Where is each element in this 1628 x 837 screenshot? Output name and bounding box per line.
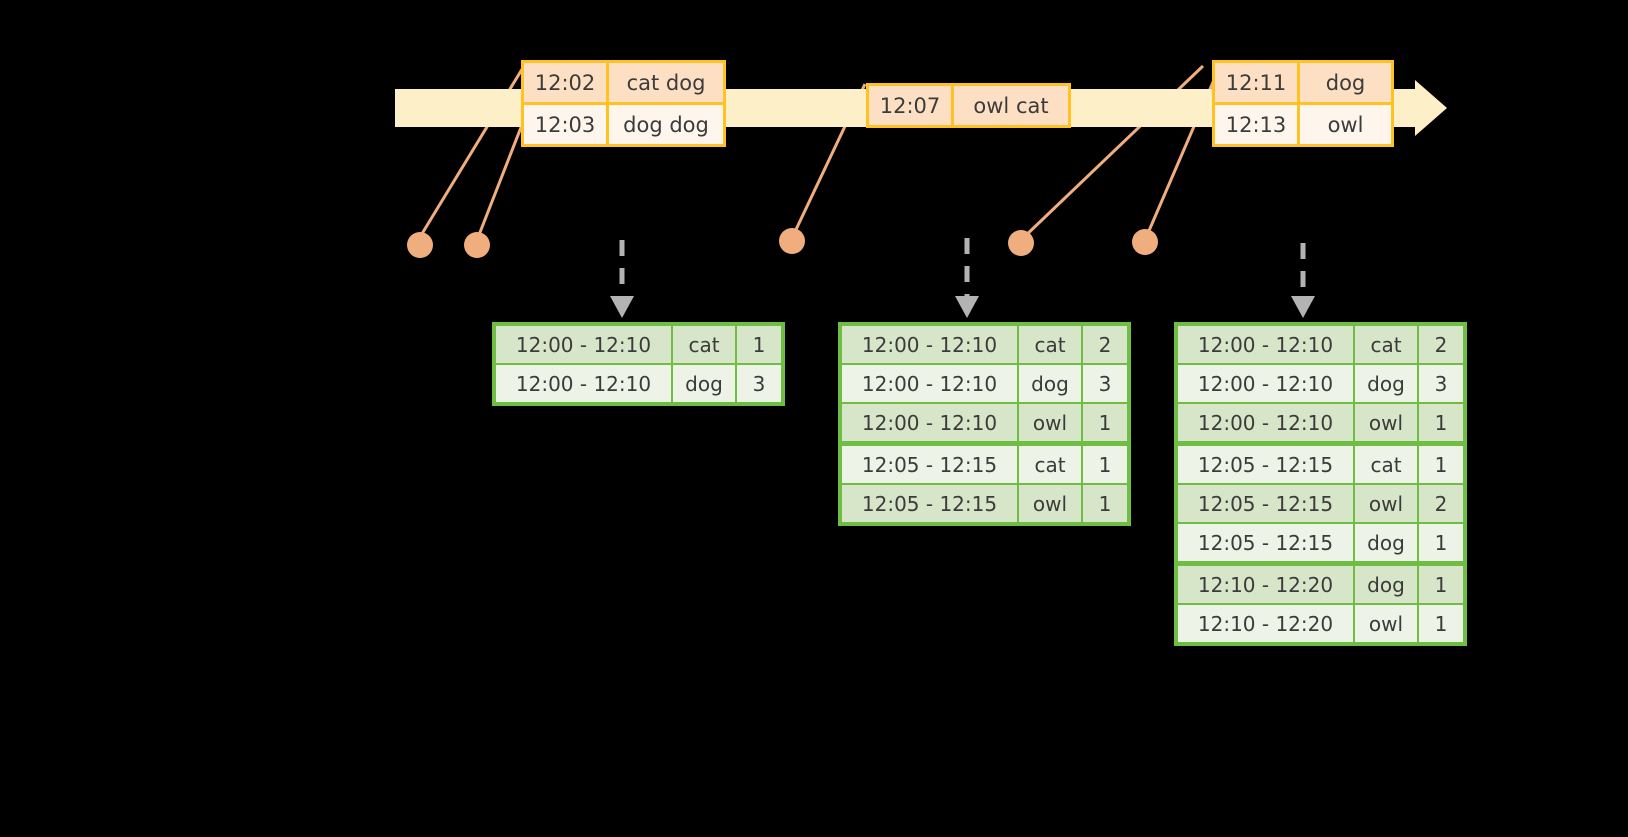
- event-dot-4: [1008, 230, 1034, 256]
- event-row[interactable]: 12:07 owl cat: [869, 86, 1068, 125]
- event-time: 12:03: [524, 105, 609, 144]
- cell-word: cat: [673, 326, 735, 363]
- cell-window: 12:00 - 12:10: [1178, 404, 1353, 441]
- event-value: owl cat: [954, 86, 1068, 125]
- cell-count: 2: [1419, 485, 1463, 522]
- cell-word: owl: [1355, 485, 1417, 522]
- event-dot-5: [1132, 229, 1158, 255]
- emit-arrowhead-3: [1291, 296, 1315, 318]
- timeline-arrowhead: [1415, 80, 1447, 136]
- cell-count: 3: [737, 365, 781, 402]
- table-row: 12:00 - 12:10 cat 1: [496, 326, 781, 363]
- event-group-1[interactable]: 12:02 cat dog 12:03 dog dog: [521, 60, 726, 147]
- event-value: owl: [1300, 105, 1391, 144]
- cell-window: 12:05 - 12:15: [842, 485, 1017, 522]
- cell-count: 1: [1083, 446, 1127, 483]
- table-row: 12:10 - 12:20 dog 1: [1178, 566, 1463, 603]
- table-row: 12:05 - 12:15 cat 1: [842, 446, 1127, 483]
- table-row: 12:10 - 12:20 owl 1: [1178, 605, 1463, 642]
- event-dot-1: [407, 232, 433, 258]
- cell-word: owl: [1355, 605, 1417, 642]
- cell-word: cat: [1019, 326, 1081, 363]
- table-row: 12:00 - 12:10 dog 3: [496, 365, 781, 402]
- event-row[interactable]: 12:02 cat dog: [524, 63, 723, 102]
- result-table-2: 12:00 - 12:10 cat 2 12:00 - 12:10 dog 3 …: [838, 322, 1131, 526]
- event-time: 12:13: [1215, 105, 1300, 144]
- event-time: 12:07: [869, 86, 954, 125]
- table-row: 12:00 - 12:10 owl 1: [842, 404, 1127, 441]
- emit-arrowhead-2: [955, 296, 979, 318]
- event-value: cat dog: [609, 63, 723, 102]
- table-row: 12:00 - 12:10 dog 3: [842, 365, 1127, 402]
- cell-word: cat: [1019, 446, 1081, 483]
- cell-window: 12:00 - 12:10: [496, 326, 671, 363]
- cell-word: cat: [1355, 446, 1417, 483]
- cell-count: 1: [1419, 524, 1463, 561]
- event-value: dog: [1300, 63, 1391, 102]
- cell-word: dog: [1019, 365, 1081, 402]
- cell-count: 1: [1419, 446, 1463, 483]
- cell-count: 1: [737, 326, 781, 363]
- table-row: 12:00 - 12:10 owl 1: [1178, 404, 1463, 441]
- cell-count: 1: [1419, 605, 1463, 642]
- cell-count: 1: [1083, 404, 1127, 441]
- cell-window: 12:10 - 12:20: [1178, 566, 1353, 603]
- event-time: 12:11: [1215, 63, 1300, 102]
- cell-count: 1: [1419, 566, 1463, 603]
- event-row[interactable]: 12:13 owl: [1215, 102, 1391, 144]
- result-table-3: 12:00 - 12:10 cat 2 12:00 - 12:10 dog 3 …: [1174, 322, 1467, 646]
- result-table-1: 12:00 - 12:10 cat 1 12:00 - 12:10 dog 3: [492, 322, 785, 406]
- cell-word: dog: [1355, 566, 1417, 603]
- cell-window: 12:00 - 12:10: [1178, 365, 1353, 402]
- event-time: 12:02: [524, 63, 609, 102]
- cell-window: 12:00 - 12:10: [842, 365, 1017, 402]
- emit-arrowhead-1: [610, 296, 634, 318]
- cell-word: dog: [1355, 524, 1417, 561]
- cell-word: owl: [1355, 404, 1417, 441]
- cell-count: 3: [1083, 365, 1127, 402]
- table-row: 12:00 - 12:10 cat 2: [1178, 326, 1463, 363]
- cell-count: 2: [1419, 326, 1463, 363]
- cell-word: dog: [1355, 365, 1417, 402]
- cell-word: cat: [1355, 326, 1417, 363]
- table-row: 12:00 - 12:10 cat 2: [842, 326, 1127, 363]
- table-row: 12:05 - 12:15 owl 2: [1178, 485, 1463, 522]
- event-group-3[interactable]: 12:11 dog 12:13 owl: [1212, 60, 1394, 147]
- table-row: 12:05 - 12:15 owl 1: [842, 485, 1127, 522]
- cell-word: dog: [673, 365, 735, 402]
- cell-window: 12:10 - 12:20: [1178, 605, 1353, 642]
- event-group-2[interactable]: 12:07 owl cat: [866, 83, 1071, 128]
- table-row: 12:00 - 12:10 dog 3: [1178, 365, 1463, 402]
- cell-window: 12:05 - 12:15: [1178, 524, 1353, 561]
- cell-window: 12:00 - 12:10: [496, 365, 671, 402]
- table-row: 12:05 - 12:15 cat 1: [1178, 446, 1463, 483]
- cell-window: 12:00 - 12:10: [842, 404, 1017, 441]
- cell-window: 12:00 - 12:10: [1178, 326, 1353, 363]
- cell-count: 2: [1083, 326, 1127, 363]
- event-dot-3: [779, 228, 805, 254]
- event-row[interactable]: 12:11 dog: [1215, 63, 1391, 102]
- cell-window: 12:00 - 12:10: [842, 326, 1017, 363]
- cell-count: 3: [1419, 365, 1463, 402]
- cell-word: owl: [1019, 485, 1081, 522]
- table-row: 12:05 - 12:15 dog 1: [1178, 524, 1463, 561]
- cell-window: 12:05 - 12:15: [842, 446, 1017, 483]
- event-value: dog dog: [609, 105, 723, 144]
- cell-count: 1: [1083, 485, 1127, 522]
- cell-window: 12:05 - 12:15: [1178, 485, 1353, 522]
- event-dot-2: [464, 232, 490, 258]
- cell-word: owl: [1019, 404, 1081, 441]
- event-row[interactable]: 12:03 dog dog: [524, 102, 723, 144]
- cell-count: 1: [1419, 404, 1463, 441]
- cell-window: 12:05 - 12:15: [1178, 446, 1353, 483]
